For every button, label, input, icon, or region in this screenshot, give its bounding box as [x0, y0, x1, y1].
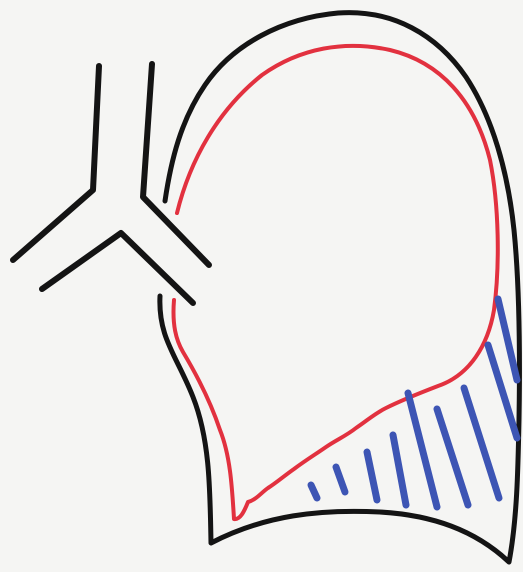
- trachea-left-wall: [13, 66, 99, 260]
- hatch-line: [367, 452, 377, 500]
- hatch-line: [311, 485, 317, 498]
- bronchus-inner-wall: [42, 233, 193, 303]
- hatch-line: [464, 388, 499, 498]
- trachea-bronchus: [13, 64, 209, 303]
- hatch-line: [498, 299, 517, 380]
- hatch-line: [408, 393, 437, 507]
- hatch-line: [437, 409, 468, 505]
- hatch-line: [336, 467, 345, 492]
- hatch-line: [393, 435, 406, 505]
- effusion-hatching: [311, 299, 517, 507]
